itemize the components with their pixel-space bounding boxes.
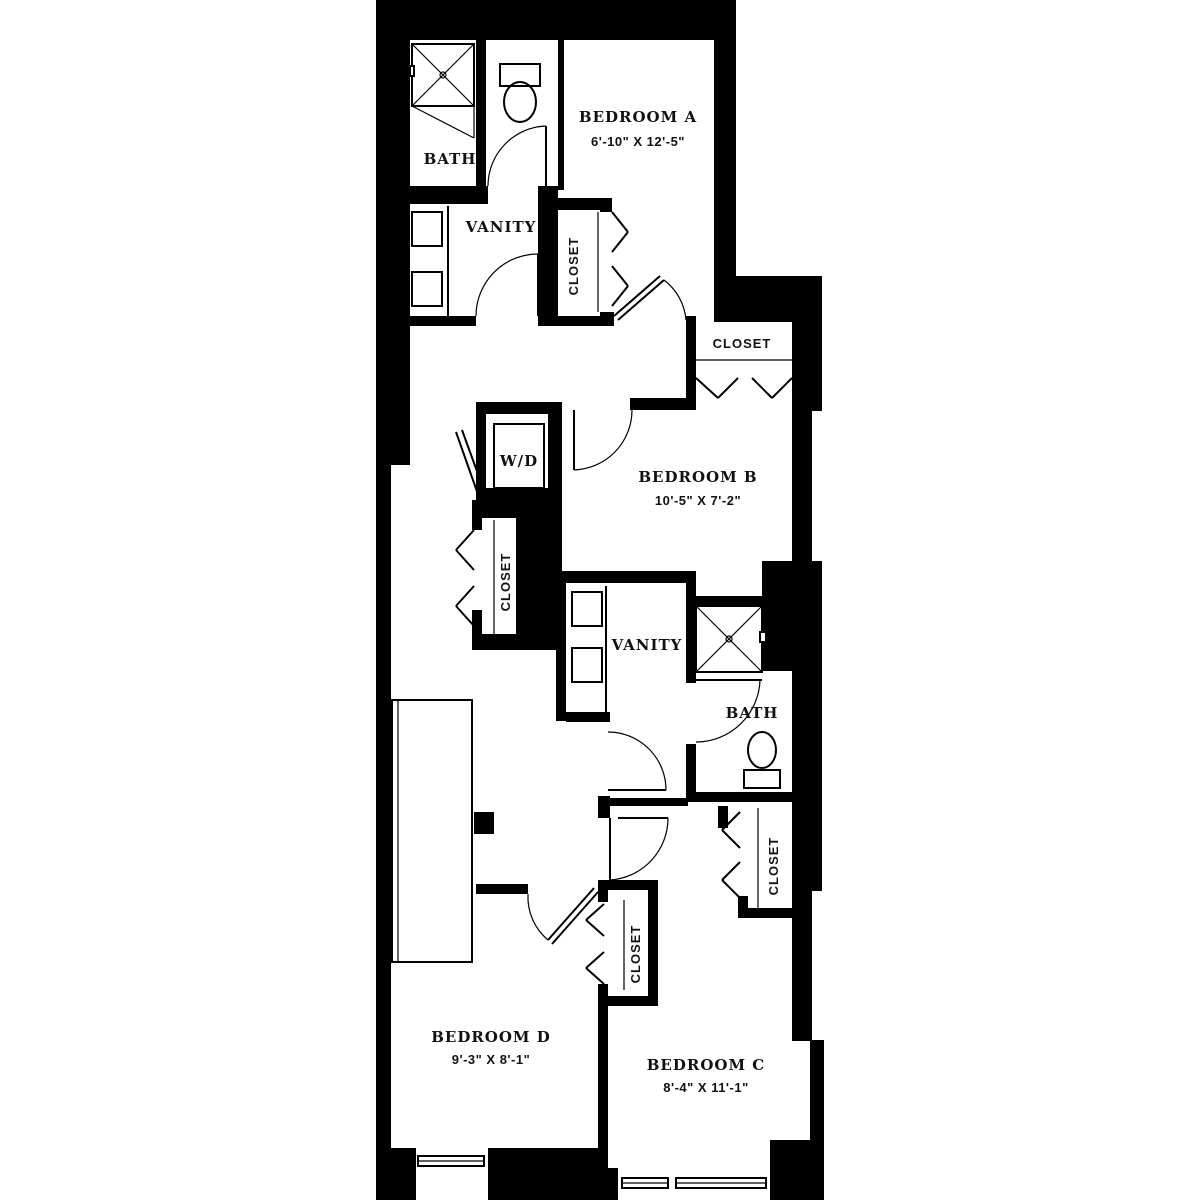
interior-walls — [408, 40, 794, 1200]
bedroom-d-dims: 9'-3" X 8'-1" — [452, 1052, 530, 1067]
bedroom-c-dims: 8'-4" X 11'-1" — [663, 1080, 749, 1095]
room-labels: BEDROOM A 6'-10" X 12'-5" BATH VANITY CL… — [424, 108, 781, 1095]
bedroom-a-name: BEDROOM A — [579, 108, 697, 126]
wd-label: W/D — [499, 452, 538, 470]
bedroom-c-name: BEDROOM C — [647, 1056, 765, 1074]
bedroom-d-name: BEDROOM D — [431, 1028, 551, 1046]
vanity-mid-label: VANITY — [611, 636, 683, 654]
stairs — [391, 699, 473, 963]
fixtures — [391, 43, 811, 1189]
closet-d-label: CLOSET — [628, 925, 643, 984]
bath-mid-label: BATH — [726, 704, 779, 722]
bedroom-b-dims: 10'-5" X 7'-2" — [655, 493, 741, 508]
closet-hall-label: CLOSET — [498, 553, 513, 612]
bath-top-label: BATH — [424, 150, 477, 168]
vanity-top-label: VANITY — [465, 218, 537, 236]
bedroom-b-name: BEDROOM B — [638, 468, 757, 486]
closet-c-label: CLOSET — [766, 837, 781, 896]
closet-a-label: CLOSET — [566, 237, 581, 296]
closet-b-label: CLOSET — [713, 336, 772, 351]
bedroom-a-dims: 6'-10" X 12'-5" — [591, 134, 685, 149]
